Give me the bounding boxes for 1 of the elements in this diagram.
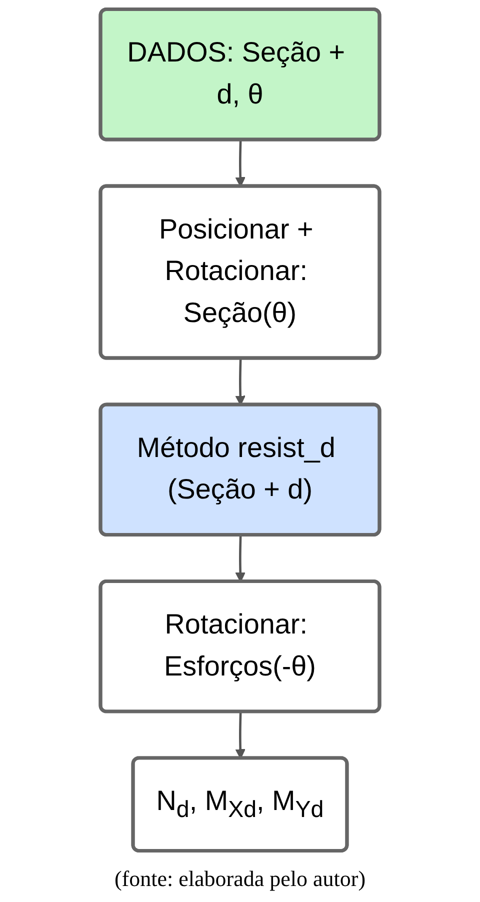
caption: (fonte: elaborada pelo autor): [114, 865, 366, 893]
